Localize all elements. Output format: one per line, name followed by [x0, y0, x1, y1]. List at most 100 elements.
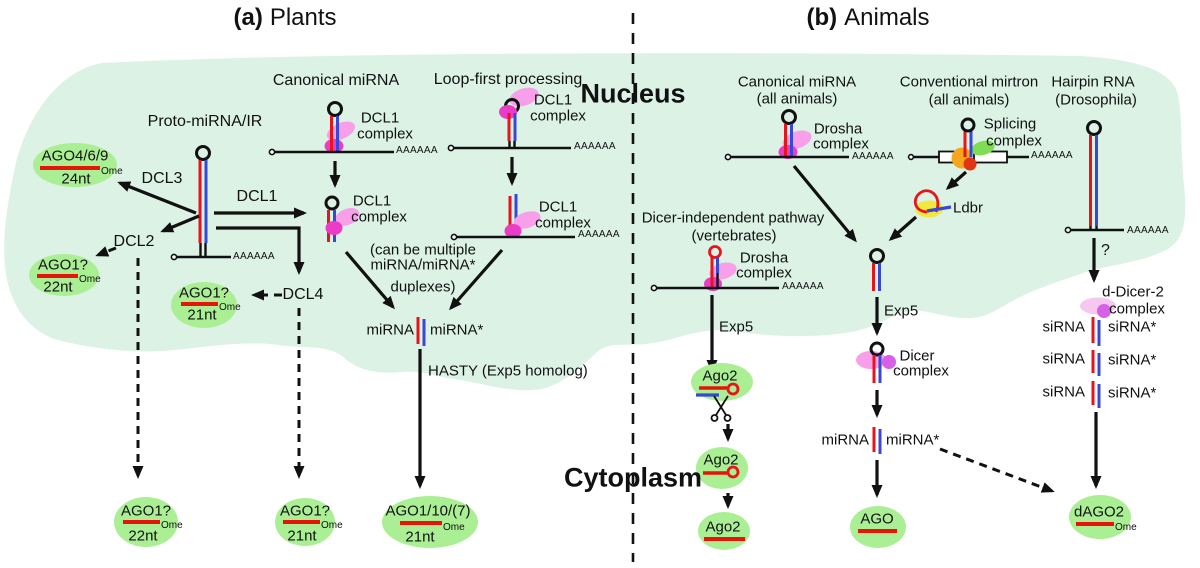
dcl1-complex-4-line1: DCL1	[538, 198, 578, 216]
dicer-indep-label1: Dicer-independent pathway	[641, 209, 825, 227]
dago2-name: dAGO2	[1073, 503, 1125, 521]
ago1-21nt-nucleus-ome: Ome	[219, 302, 241, 313]
duplex-note-line2: miRNA/miRNA*	[370, 256, 476, 274]
dicer-complex-structure	[856, 341, 896, 383]
nucleus-region	[4, 53, 1186, 391]
ago1-10-7-nt: 21nt	[405, 528, 435, 546]
ago1-22nt-nucleus-name: AGO1?	[37, 256, 89, 274]
exp5-label-2: Exp5	[884, 302, 919, 320]
loop-first-primirna	[447, 87, 571, 152]
mirna-star-dago2-dashed-arrow	[939, 447, 1055, 493]
dcl2-dashed-arrow	[95, 246, 117, 257]
ago1-21nt-cytoplasm-nt: 21nt	[287, 527, 317, 545]
polya-plants-canonical: AAAAAA	[396, 145, 438, 156]
mirtron-label1: Conventional mirtron	[899, 73, 1039, 91]
ago1-22nt-cytoplasm-ome: Ome	[161, 520, 183, 531]
dcl1-complex-1-line2: complex	[357, 125, 413, 143]
plants-canonical-primirna	[268, 101, 394, 156]
ago2-hairpin-2	[703, 465, 740, 479]
ago1-21nt-cytoplasm-ome: Ome	[321, 520, 343, 531]
ago2-label-3: Ago2	[705, 518, 741, 536]
dcl1-label: DCL1	[236, 188, 278, 205]
plants-mirna-duplex	[416, 317, 426, 346]
dcl4-arrow	[216, 226, 305, 275]
ago2-label-1: Ago2	[702, 367, 738, 385]
ago1-21nt-nucleus-name: AGO1?	[178, 284, 230, 302]
panel-a-name: Plants	[269, 4, 337, 31]
polya-drosophila: AAAAAA	[1127, 225, 1169, 236]
animals-mirna-label: miRNA	[821, 431, 870, 449]
ago469-ome: Ome	[101, 166, 123, 177]
dcl1-complex-1-line1: DCL1	[360, 109, 400, 127]
drosha-complex-1-line2: complex	[813, 135, 869, 153]
plants-duplex-arrow-right	[449, 248, 504, 311]
ago1-22nt-nucleus-ome: Ome	[79, 274, 101, 285]
dicer-complex-line2: complex	[893, 362, 949, 380]
polya-mirtron: AAAAAA	[1031, 150, 1073, 161]
dcl4-label: DCL4	[282, 286, 324, 303]
ago2-hairpin-1	[696, 382, 740, 397]
lariat-structure	[913, 189, 952, 218]
dcl2-arrow	[160, 214, 200, 233]
panel-a-title: (a)Plants	[233, 6, 336, 30]
ago469-ellipse	[33, 143, 117, 187]
drosha-complex-2-line2: complex	[736, 264, 792, 282]
ago469-name: AGO4/6/9	[41, 147, 109, 165]
ago1-10-7-name: AGO1/10/(7)	[385, 502, 471, 520]
dago2-ellipse	[1069, 495, 1131, 539]
plants-duplex-arrow-left	[344, 250, 395, 310]
hasty-label: HASTY (Exp5 homolog)	[428, 362, 588, 380]
proto-mirna-label: Proto-miRNA/IR	[147, 113, 263, 130]
d-dicer2-label1: d-Dicer-2	[1102, 283, 1164, 301]
scissors-icon	[710, 395, 732, 422]
panel-b-title: (b)Animals	[806, 6, 929, 30]
sirna-duplex-ladder	[1091, 317, 1101, 408]
dcl1-complex-3-line1: DCL1	[533, 91, 573, 109]
proto-mirna-hairpin	[170, 145, 231, 261]
dcl3-label: DCL3	[141, 170, 183, 187]
animals-canonical-primirna	[724, 109, 849, 161]
cytoplasm-label: Cytoplasm	[563, 462, 703, 493]
dicer-indep-label2: (vertebrates)	[691, 227, 777, 245]
panel-b-marker: (b)	[806, 4, 838, 31]
sirna-label-1: siRNA	[1042, 318, 1085, 336]
mirtron-splice-arrow	[945, 170, 968, 190]
animals-mirna-duplex	[872, 427, 882, 454]
dicer-independent-structure	[650, 245, 779, 292]
sirna-star-label-1: siRNA*	[1108, 318, 1157, 336]
hairpin-rna-label1: Hairpin RNA	[1051, 73, 1135, 91]
duplex-note-line1: (can be multiple	[370, 241, 476, 259]
dicer-complex-line1: Dicer	[899, 347, 935, 365]
sirna-label-3: siRNA	[1042, 383, 1085, 401]
drosophila-hairpin	[1064, 120, 1124, 234]
ldbr-arrow	[888, 215, 918, 241]
polya-loop-first-2: AAAAAA	[578, 229, 620, 240]
dcl1-complex-3-line2: complex	[530, 107, 586, 125]
animals-canonical-arrow	[792, 164, 857, 243]
plants-canonical-label: Canonical miRNA	[272, 72, 400, 89]
sirna-star-label-3: siRNA*	[1108, 384, 1157, 402]
ago1-21nt-cytoplasm-name: AGO1?	[279, 502, 331, 520]
panel-b-name: Animals	[844, 4, 930, 31]
d-dicer2-label2: complex	[1109, 300, 1165, 318]
animals-canonical-label1: Canonical miRNA	[737, 73, 857, 91]
ago469-nt: 24nt	[61, 170, 91, 188]
animals-premirna-hairpin	[869, 248, 885, 291]
plants-mirna-label: miRNA	[366, 321, 415, 339]
loop-first-label: Loop-first processing	[433, 71, 583, 88]
exp5-label-1: Exp5	[719, 318, 754, 336]
dcl2-label: DCL2	[113, 233, 155, 250]
dago2-ome: Ome	[1115, 522, 1137, 533]
ago1-10-7-ome: Ome	[443, 522, 465, 533]
splicing-complex-line2: complex	[986, 132, 1042, 150]
dcl1-complex-4-line2: complex	[535, 214, 591, 232]
nucleus-label: Nucleus	[580, 78, 686, 109]
plants-canonical-premirna	[324, 195, 360, 242]
plants-mirna-star-label: miRNA*	[430, 321, 484, 339]
ago1-22nt-cytoplasm-nt: 22nt	[128, 527, 158, 545]
polya-loop-first-1: AAAAAA	[574, 141, 616, 152]
d-dicer2-complex-blob	[1080, 297, 1116, 318]
ago1-21nt-nucleus-nt: 21nt	[187, 306, 217, 324]
